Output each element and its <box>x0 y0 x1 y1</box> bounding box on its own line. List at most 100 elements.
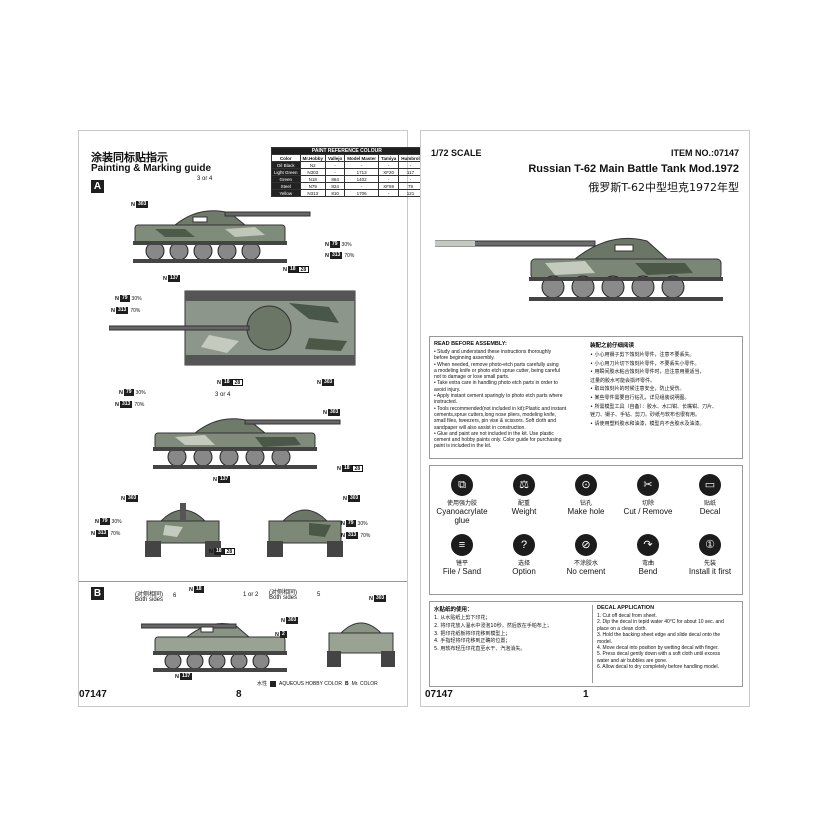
bend-icon: ↷ <box>637 534 659 556</box>
legend-label-cn: 先装 <box>703 560 716 567</box>
callout-code: 18 <box>193 586 204 593</box>
paint-code: - <box>378 175 400 183</box>
option-label: 3 or 4 <box>197 176 213 182</box>
decal-step: 2. Dip the decal in tepid water 40°C for… <box>597 619 724 626</box>
page-number: 1 <box>583 689 589 700</box>
decal-step-cn: 2. 将印花放入温水中浸泡10秒，然后放在手帕布上； <box>434 622 552 629</box>
no-cement-icon: ⊘ <box>575 534 597 556</box>
mr-color-mark: B <box>345 680 349 687</box>
paint-code: 1713 <box>344 168 380 176</box>
kit-title-cn: 俄罗斯T-62中型坦克1972年型 <box>588 181 739 194</box>
instruction-line: • Take extra care in handling photo etch… <box>434 380 558 387</box>
painting-guide-title-en: Painting & Marking guide <box>91 163 212 174</box>
painting-guide-title-cn: 涂装同标贴指示 <box>91 151 168 164</box>
read-before-en: READ BEFORE ASSEMBLY: • Study and unders… <box>434 341 582 450</box>
symbol-legend: ⧉ 使用强力胶 Cyanoacrylate glue ⚖ 配重 Weight ⊙… <box>429 465 743 595</box>
paint-code: 1402 <box>344 175 380 183</box>
callout-code: 18 <box>213 548 224 555</box>
paint-reference-table: PAINT REFERENCE COLOUR Color Mr.Hobby Va… <box>271 147 423 197</box>
callout-n: N <box>343 495 347 502</box>
decal-step: 6. Allow decal to dry completely before … <box>597 664 720 671</box>
read-before-cn: 装配之前仔细阅读 • 小心用镊子剪下蚀刻片零件，注意不要丢失。 • 小心用刀片切… <box>590 341 738 428</box>
paint-table-header: Model Master <box>344 154 380 162</box>
callout-n: N <box>115 295 119 302</box>
callout-n: N <box>323 409 327 416</box>
instruction-line: small files, tweezers, pin vise & scisso… <box>434 418 556 425</box>
decal-application-box: 水贴纸的使用： 1. 从水贴纸上剪下印花； 2. 将印花放入温水中浸泡10秒，然… <box>429 601 743 687</box>
legend-item: ⚖ 配重 Weight <box>494 474 554 516</box>
paint-color: Green <box>271 175 301 183</box>
right-page: 1/72 SCALE ITEM NO.:07147 Russian T-62 M… <box>420 130 750 707</box>
paint-code: - <box>325 168 346 176</box>
callout-pct: 30% <box>357 520 368 527</box>
callout-n: N <box>175 673 179 680</box>
paint-code: - <box>378 189 400 197</box>
paint-code: N18 <box>299 175 327 183</box>
callout-n: N <box>281 617 285 624</box>
item-number: ITEM NO.:07147 <box>670 148 739 158</box>
legend-item: ① 先装 Install it first <box>680 534 740 576</box>
tank-top-view <box>109 290 356 366</box>
paint-code: 810 <box>325 189 346 197</box>
item-code-footer: 07147 <box>79 689 107 700</box>
paint-table-header: Vallejo <box>325 154 346 162</box>
paint-color: Yellow <box>271 189 301 197</box>
legend-label-cn: 切除 <box>641 500 654 507</box>
callout-code: 313 <box>95 530 109 537</box>
callout-n: N <box>111 307 115 314</box>
paint-code: XF59 <box>378 182 400 190</box>
callout-n: N <box>131 201 135 208</box>
instruction-line-cn: • 某些零件需要自行钻孔，详见组装说明图。 <box>590 394 690 401</box>
instruction-line-cn: • 小心用刀片切下蚀刻片零件，不要丢失小零件。 <box>590 360 700 367</box>
callout-code: 28 <box>231 379 244 386</box>
weight-icon: ⚖ <box>513 474 535 496</box>
paint-code: - <box>344 161 380 169</box>
paint-table-header: Humbrol <box>398 154 423 162</box>
both-sides-note: Both sides <box>135 597 164 603</box>
callout-pct: 70% <box>360 532 371 539</box>
paint-table-header: Mr.Hobby <box>299 154 327 162</box>
table-row: Yellow N313 810 1706 - 121 <box>271 189 423 197</box>
callout-n: N <box>121 495 125 502</box>
callout-pct: 70% <box>344 252 355 259</box>
paint-code: 1706 <box>344 189 380 197</box>
legend-label-cn: 弯曲 <box>641 560 654 567</box>
callout-n: N <box>91 530 95 537</box>
decal-instructions-cn: 水贴纸的使用： 1. 从水贴纸上剪下印花； 2. 将印花放入温水中浸泡10秒，然… <box>434 605 584 654</box>
callout-n: N <box>369 595 373 602</box>
callout-n: N <box>337 465 341 472</box>
callout-code: 313 <box>115 307 129 314</box>
table-row: Light Green N303 - 1713 XF20 117 <box>271 168 423 176</box>
decal-step: 3. Hold the backing sheet edge and slide… <box>597 632 721 639</box>
callout-code: 137 <box>217 476 231 483</box>
option-label: 3 or 4 <box>215 392 231 398</box>
callout-pct: 30% <box>131 295 142 302</box>
callout-code: 79 <box>329 241 340 248</box>
paint-code: - <box>344 182 380 190</box>
paint-code: N2 <box>299 161 327 169</box>
paint-code: 824 <box>325 182 346 190</box>
instruction-line: • Apply instant cement sparingly to phot… <box>434 393 563 400</box>
table-row: Oil Black N2 - - - - <box>271 161 423 169</box>
paint-code: XF20 <box>378 168 400 176</box>
section-divider <box>79 581 407 582</box>
instruction-line: cement and hobby paints only. Color guid… <box>434 437 562 444</box>
file-icon: ≡ <box>451 534 473 556</box>
callout-n: N <box>283 266 287 273</box>
legend-label-cn: 锉平 <box>455 560 468 567</box>
aqueous-swatch <box>270 680 277 687</box>
option-label: 6 <box>173 593 177 599</box>
callout-code: 313 <box>345 532 359 539</box>
callout-code: 28 <box>223 548 236 555</box>
legend-label-cn: 选择 <box>517 560 530 567</box>
callout-pct: 30% <box>111 518 122 525</box>
